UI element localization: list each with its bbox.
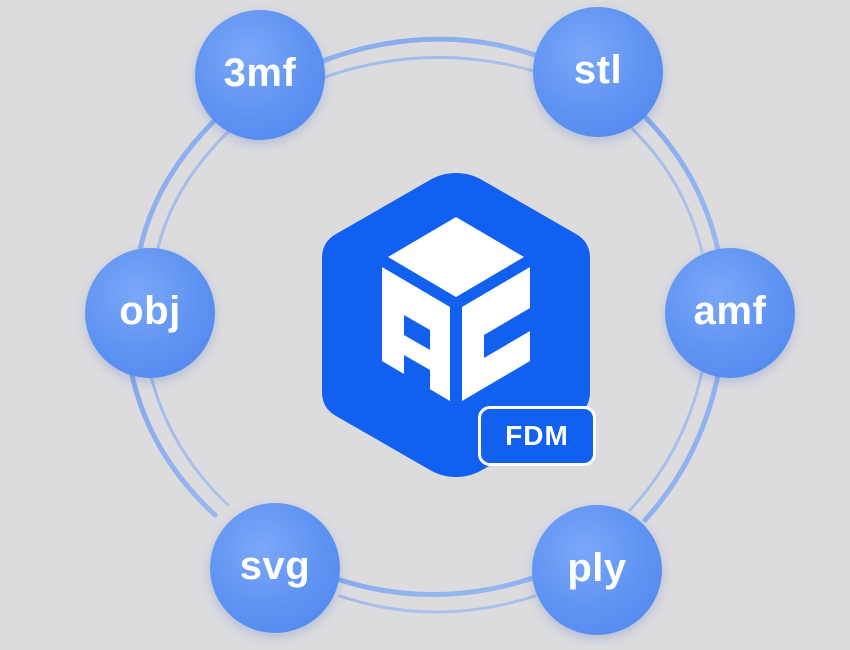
format-obj-bubble[interactable]: obj bbox=[85, 248, 215, 378]
format-svg-label: svg bbox=[239, 544, 311, 588]
cube-logo-icon bbox=[322, 173, 590, 477]
format-ply-bubble[interactable]: ply bbox=[532, 505, 662, 635]
format-obj-label: obj bbox=[119, 289, 181, 333]
format-amf-label: amf bbox=[693, 289, 767, 333]
format-stl-bubble[interactable]: stl bbox=[533, 7, 663, 137]
fdm-badge: FDM bbox=[478, 406, 596, 466]
format-3mf-bubble[interactable]: 3mf bbox=[195, 10, 325, 140]
format-svg-bubble[interactable]: svg bbox=[210, 503, 340, 633]
format-ply-label: ply bbox=[567, 546, 627, 590]
format-amf-bubble[interactable]: amf bbox=[665, 248, 795, 378]
format-3mf-label: 3mf bbox=[223, 51, 297, 95]
format-stl-label: stl bbox=[573, 48, 623, 92]
